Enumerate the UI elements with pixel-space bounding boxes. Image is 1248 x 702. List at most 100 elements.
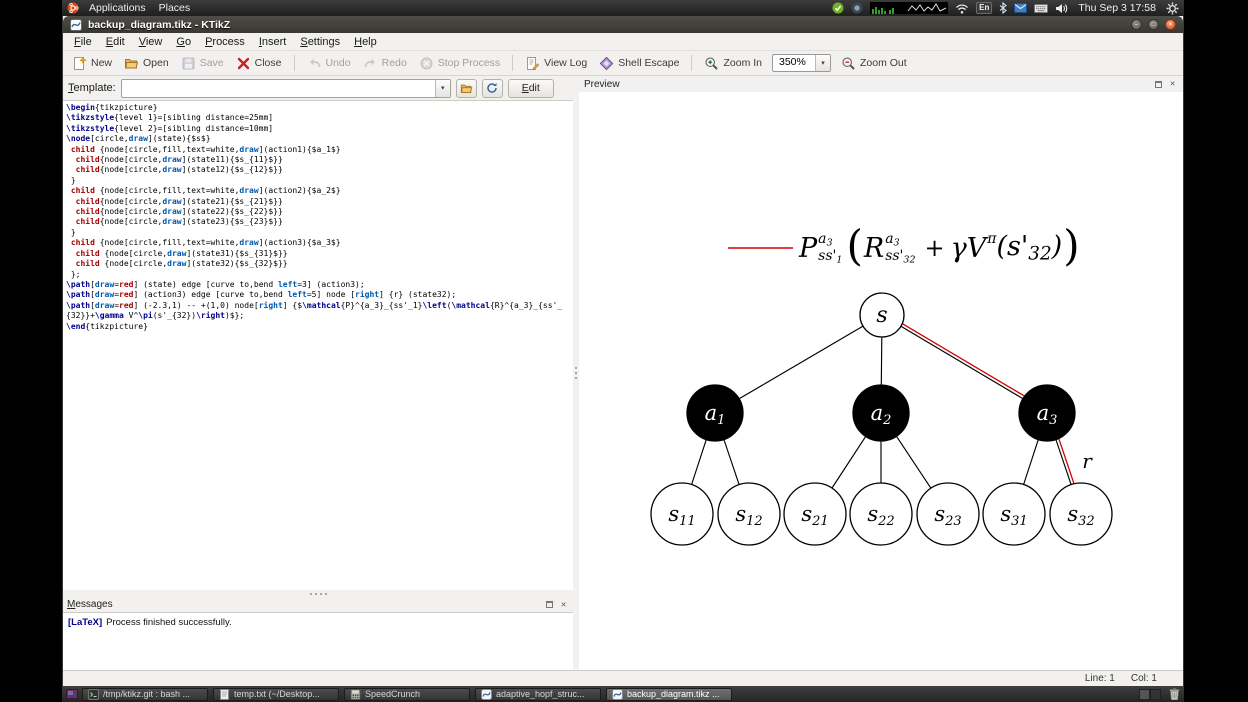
template-open-button[interactable] — [455, 78, 477, 98]
diagram-edge — [880, 336, 883, 386]
diagram-edge-red — [1058, 438, 1075, 484]
minimize-button[interactable]: – — [1131, 19, 1142, 30]
diagram-node-label: a2 — [871, 401, 892, 428]
preview-close-button[interactable]: ✕ — [1169, 81, 1176, 88]
code-line: }; — [66, 269, 81, 279]
code-line: } — [66, 175, 76, 185]
zoom-combo-arrow-icon[interactable]: ▾ — [815, 55, 830, 71]
zoom-level-combobox[interactable]: 350%▾ — [772, 54, 831, 72]
menu-process[interactable]: Process — [205, 35, 245, 48]
system-monitor-graph-icon[interactable] — [870, 2, 949, 14]
diagram-node-label: s — [876, 303, 887, 328]
keyboard-layout-indicator[interactable]: En — [976, 2, 993, 14]
desktop: Applications Places En Thu Sep 3 17:58 b… — [62, 0, 1184, 702]
toolbar-button-label: Stop Process — [437, 57, 501, 69]
status-bar: Line: 1 Col: 1 — [63, 670, 1183, 686]
toolbar-button-label: New — [91, 57, 113, 69]
taskbar-item[interactable]: SpeedCrunch — [344, 687, 470, 701]
trash-icon[interactable] — [1169, 688, 1180, 700]
menu-settings[interactable]: Settings — [300, 35, 341, 48]
text-file-icon — [219, 688, 230, 700]
panel-clock[interactable]: Thu Sep 3 17:58 — [1078, 2, 1156, 14]
diagram-edge — [691, 439, 707, 485]
diagram-node-state23 — [916, 482, 980, 546]
formula-lparen: ( — [846, 221, 863, 271]
window-titlebar[interactable]: backup_diagram.tikz - KTikZ – □ ✕ — [63, 16, 1183, 33]
menu-insert[interactable]: Insert — [258, 35, 287, 48]
messages-close-button[interactable]: ✕ — [560, 601, 567, 609]
menu-file[interactable]: File — [74, 35, 92, 48]
toolbar-button-label: Save — [199, 57, 224, 69]
close-button[interactable]: Close — [231, 54, 287, 73]
taskbar-item[interactable]: /tmp/ktikz.git : bash ... — [82, 687, 208, 701]
workspace-switcher[interactable] — [1139, 688, 1161, 700]
viewlog-icon — [525, 56, 540, 71]
formula-R-sup: a3 — [885, 231, 900, 249]
menu-edit[interactable]: Edit — [105, 35, 125, 48]
diagram-edge — [831, 436, 867, 489]
status-line: Line: 1 — [1084, 673, 1115, 684]
taskbar-item[interactable]: adaptive_hopf_struc... — [475, 687, 601, 701]
horizontal-splitter[interactable] — [63, 590, 573, 597]
session-menu-gear-icon[interactable] — [1166, 2, 1179, 15]
template-reload-button[interactable] — [481, 78, 503, 98]
formula-R-sub: ss'32 — [885, 248, 916, 266]
zoom-in-button[interactable]: Zoom In — [699, 54, 767, 73]
code-line: child{node[circle,draw](state21){$s_{21}… — [75, 196, 283, 206]
code-line: child {node[circle,fill,text=white,draw]… — [70, 238, 341, 248]
code-editor[interactable]: \begin{tikzpicture}\tikzstyle{level 1}=[… — [63, 100, 573, 590]
bluetooth-icon[interactable] — [999, 2, 1008, 14]
diagram-node-label: s32 — [1067, 502, 1094, 529]
taskbar-item[interactable]: backup_diagram.tikz ... — [606, 687, 732, 701]
show-desktop-icon[interactable] — [66, 688, 78, 700]
keyboard-icon[interactable] — [1034, 3, 1049, 13]
menu-view[interactable]: View — [138, 35, 163, 48]
wifi-icon[interactable] — [955, 3, 969, 14]
window-title: backup_diagram.tikz - KTikZ — [88, 18, 231, 31]
shell-escape-button[interactable]: Shell Escape — [594, 54, 684, 73]
taskbar-right — [1139, 688, 1180, 700]
formula: P a3 ss'1 ( R a3 ss'32 + γV π — [799, 222, 1081, 274]
taskbar-window-list: /tmp/ktikz.git : bash ... temp.txt (~/Des… — [82, 687, 732, 701]
undo-icon — [307, 56, 322, 71]
template-combo-arrow-icon[interactable]: ▾ — [434, 79, 450, 97]
maximize-button[interactable]: □ — [1148, 19, 1159, 30]
software-updater-icon[interactable] — [832, 2, 844, 14]
toolbar-button-label: View Log — [544, 57, 588, 69]
redo-icon — [363, 56, 378, 71]
menu-go[interactable]: Go — [176, 35, 192, 48]
new-button[interactable]: New — [67, 54, 117, 73]
taskbar-item[interactable]: temp.txt (~/Desktop... — [213, 687, 339, 701]
applications-menu[interactable]: Applications — [89, 2, 146, 14]
places-menu[interactable]: Places — [158, 2, 191, 14]
formula-P-sup: a3 — [818, 231, 833, 249]
code-line: child {node[circle,draw](state32){$s_{32… — [75, 259, 288, 269]
preview-float-button[interactable] — [1153, 79, 1164, 90]
code-line: child{node[circle,draw](state23){$s_{23}… — [75, 217, 283, 227]
menu-help[interactable]: Help — [354, 35, 377, 48]
formula-gammaV: γV — [950, 232, 987, 264]
volume-icon[interactable] — [1055, 3, 1068, 14]
template-label: Template: — [68, 82, 116, 94]
template-combobox[interactable]: ▾ — [120, 78, 451, 98]
vertical-splitter[interactable] — [573, 76, 579, 670]
diagram-node-state — [859, 292, 905, 338]
open-button[interactable]: Open — [119, 54, 174, 73]
toolbar-button-label: Undo — [325, 57, 351, 69]
messages-float-button[interactable] — [544, 599, 555, 610]
toolbar-button-label: Zoom Out — [860, 57, 907, 69]
diagram-node-state12 — [717, 482, 781, 546]
app-indicator-icon[interactable] — [851, 2, 863, 14]
mail-icon[interactable] — [1014, 3, 1028, 13]
window-close-button[interactable]: ✕ — [1165, 19, 1176, 30]
view-log-button[interactable]: View Log — [520, 54, 592, 73]
diagram-node-state11 — [650, 482, 714, 546]
save-button: Save — [176, 54, 229, 73]
zoom-out-button[interactable]: Zoom Out — [836, 54, 912, 73]
